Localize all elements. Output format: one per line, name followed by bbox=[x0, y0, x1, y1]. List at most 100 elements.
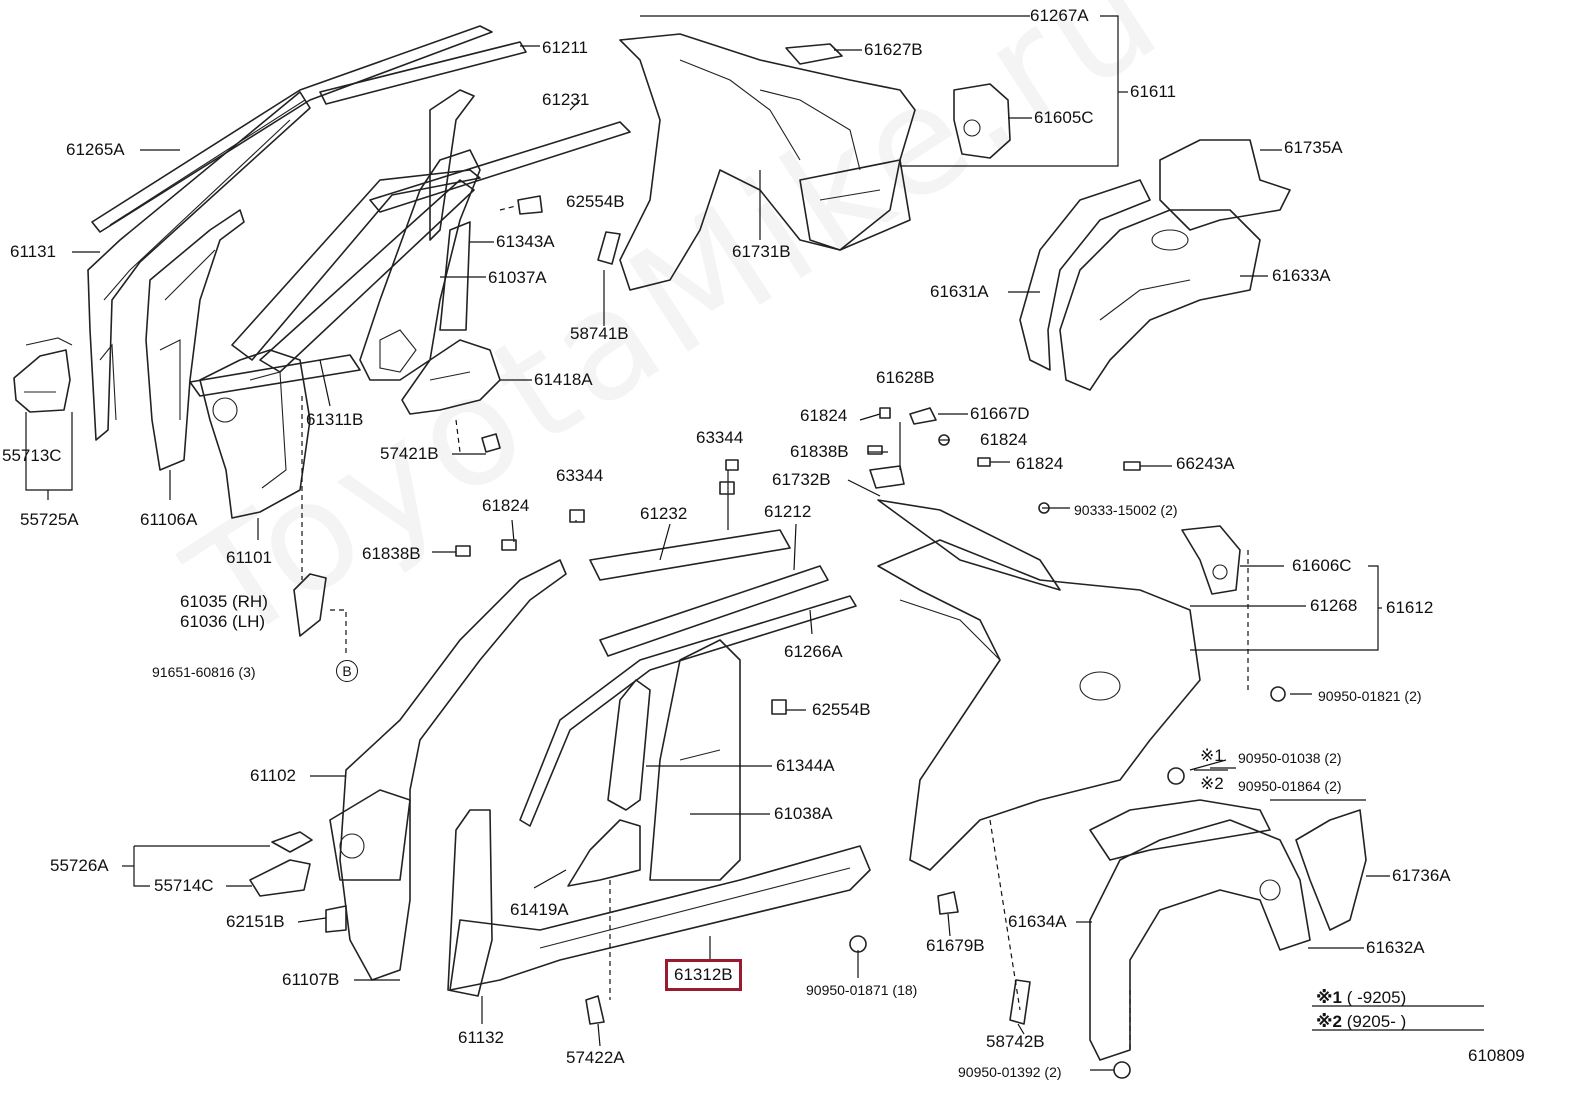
part-61605C bbox=[953, 83, 1011, 159]
pillar-61344A bbox=[607, 679, 651, 811]
part-label[interactable]: 61605C bbox=[1034, 108, 1094, 127]
part-label[interactable]: 61131 bbox=[10, 242, 57, 261]
part-label[interactable]: 55725A bbox=[20, 510, 79, 529]
reference-circle-b: B bbox=[336, 660, 358, 682]
part-label[interactable]: 61824 bbox=[800, 406, 848, 425]
legend: ※1 ( -9205) ※2 (9205- ) bbox=[1316, 988, 1406, 1032]
part-label[interactable]: 61101 bbox=[226, 548, 273, 567]
part-label[interactable]: 63344 bbox=[556, 466, 604, 485]
note-mark: ※2 bbox=[1200, 774, 1224, 793]
part-55726A bbox=[271, 831, 313, 853]
part-label[interactable]: 61631A bbox=[930, 282, 989, 301]
part-label[interactable]: 61736A bbox=[1392, 866, 1451, 885]
leader-lines bbox=[25, 15, 1390, 1071]
rail-61212 bbox=[599, 565, 829, 657]
part-label[interactable]: 61679B bbox=[926, 936, 985, 955]
part-label[interactable]: 61418A bbox=[534, 370, 593, 389]
part-label[interactable]: 61634A bbox=[1008, 912, 1067, 931]
part-label[interactable]: 58741B bbox=[570, 324, 629, 343]
part-label[interactable]: 63344 bbox=[696, 428, 744, 447]
part-label[interactable]: 61035 (RH) bbox=[180, 592, 268, 611]
part-label[interactable]: 61419A bbox=[510, 900, 569, 919]
part-label[interactable]: 90950-01392 (2) bbox=[958, 1064, 1062, 1080]
part-label[interactable]: 90950-01038 (2) bbox=[1238, 750, 1342, 766]
part-label[interactable]: 61037A bbox=[488, 268, 547, 287]
part-label[interactable]: 61838B bbox=[790, 442, 849, 461]
part-58741B bbox=[597, 231, 621, 265]
part-label[interactable]: 61132 bbox=[458, 1028, 505, 1047]
part-label[interactable]: 61838B bbox=[362, 544, 421, 563]
part-label[interactable]: 61106A bbox=[140, 510, 198, 529]
part-label[interactable]: 61731B bbox=[732, 242, 791, 261]
part-label[interactable]: 61632A bbox=[1366, 938, 1425, 957]
part-label[interactable]: 61732B bbox=[772, 470, 831, 489]
rocker-61312B bbox=[449, 845, 871, 991]
bracket-61419A bbox=[567, 819, 641, 887]
part-label[interactable]: 90950-01864 (2) bbox=[1238, 778, 1342, 794]
part-label[interactable]: 61633A bbox=[1272, 266, 1331, 285]
part-label[interactable]: 61343A bbox=[496, 232, 555, 251]
part-label[interactable]: 61612 bbox=[1386, 598, 1434, 617]
part-label[interactable]: 61268 bbox=[1310, 596, 1358, 615]
legend-rule bbox=[1194, 769, 1484, 1031]
pillar-61131 bbox=[87, 91, 311, 441]
clip-57421B bbox=[481, 433, 501, 453]
part-61627B bbox=[785, 43, 843, 65]
part-label[interactable]: 55713C bbox=[2, 446, 62, 465]
wheelhouse-61632A bbox=[1089, 819, 1311, 1061]
bracket-61736A bbox=[1295, 809, 1367, 931]
part-label-highlighted[interactable]: 61312B bbox=[665, 959, 742, 991]
part-label[interactable]: 61735A bbox=[1284, 138, 1343, 157]
part-label[interactable]: 61038A bbox=[774, 804, 833, 823]
part-label[interactable]: 61107B bbox=[282, 970, 340, 989]
part-61628B bbox=[869, 465, 905, 489]
part-label[interactable]: 55714C bbox=[154, 876, 214, 895]
part-label[interactable]: 58742B bbox=[986, 1032, 1045, 1051]
part-label[interactable]: 61824 bbox=[1016, 454, 1064, 473]
part-label[interactable]: 61212 bbox=[764, 502, 812, 521]
part-label[interactable]: 61265A bbox=[66, 140, 125, 159]
legend-mark: ※1 bbox=[1316, 988, 1342, 1007]
part-label[interactable]: 61231 bbox=[542, 90, 590, 109]
bracket-61735A bbox=[1159, 139, 1291, 231]
roof-rail-61265A bbox=[91, 25, 493, 233]
clip-61667D bbox=[909, 407, 937, 425]
part-label[interactable]: 61628B bbox=[876, 368, 935, 387]
panel-61132 bbox=[447, 809, 493, 997]
part-label[interactable]: 61606C bbox=[1292, 556, 1352, 575]
part-label[interactable]: 61344A bbox=[776, 756, 835, 775]
part-label[interactable]: 90333-15002 (2) bbox=[1074, 502, 1178, 518]
part-label[interactable]: 61627B bbox=[864, 40, 923, 59]
clip-57422A bbox=[585, 995, 605, 1025]
part-label[interactable]: 61266A bbox=[784, 642, 843, 661]
pillar-61106A bbox=[145, 209, 245, 471]
part-label[interactable]: 62151B bbox=[226, 912, 285, 931]
part-label[interactable]: 61311B bbox=[306, 410, 364, 429]
part-label[interactable]: 61036 (LH) bbox=[180, 612, 266, 631]
part-label[interactable]: 90950-01871 (18) bbox=[806, 982, 918, 998]
part-label[interactable]: 62554B bbox=[812, 700, 871, 719]
note-mark: ※1 bbox=[1200, 746, 1224, 765]
wheelhouse-61631A bbox=[1019, 179, 1151, 371]
part-label[interactable]: 90950-01821 (2) bbox=[1318, 688, 1422, 704]
part-label[interactable]: 66243A bbox=[1176, 454, 1235, 473]
part-label[interactable]: 55726A bbox=[50, 856, 109, 875]
part-label[interactable]: 61232 bbox=[640, 504, 688, 523]
bracket-55713C bbox=[13, 337, 73, 413]
part-label[interactable]: 61267A bbox=[1030, 6, 1089, 25]
part-label[interactable]: 61211 bbox=[542, 38, 589, 57]
pillar-61038A bbox=[649, 639, 741, 881]
rail-61232 bbox=[589, 529, 791, 581]
part-61035 bbox=[293, 573, 327, 637]
part-label[interactable]: 61667D bbox=[970, 404, 1030, 423]
part-label[interactable]: 57422A bbox=[566, 1048, 625, 1067]
part-label[interactable]: 61824 bbox=[482, 496, 530, 515]
part-label[interactable]: 61824 bbox=[980, 430, 1028, 449]
part-label[interactable]: 61611 bbox=[1130, 82, 1177, 101]
part-label[interactable]: 62554B bbox=[566, 192, 625, 211]
part-label[interactable]: 91651-60816 (3) bbox=[152, 664, 256, 680]
part-label[interactable]: 57421B bbox=[380, 444, 439, 463]
part-label[interactable]: 61102 bbox=[250, 766, 297, 785]
